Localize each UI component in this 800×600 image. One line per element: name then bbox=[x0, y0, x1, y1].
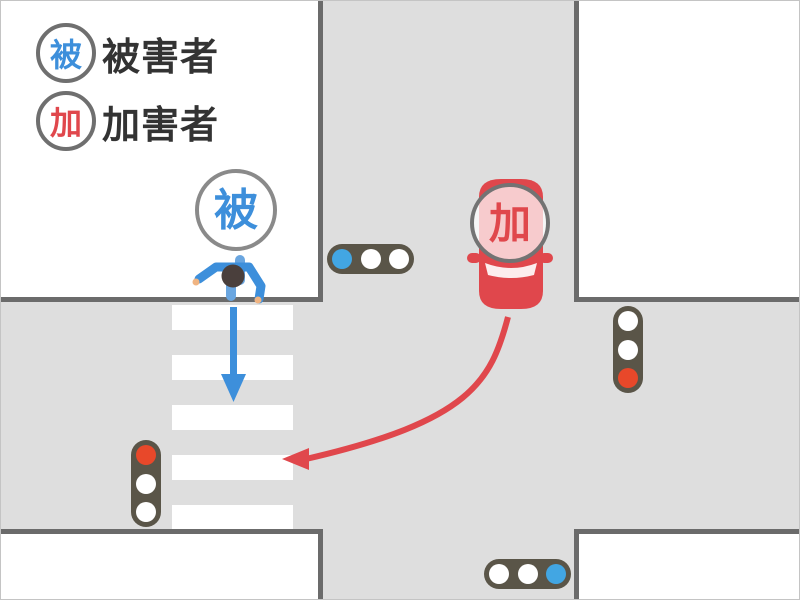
signal-lamp-off-icon bbox=[618, 339, 638, 360]
curb-se-horizontal bbox=[574, 529, 799, 534]
crosswalk-stripe bbox=[172, 405, 293, 430]
traffic-signal-west bbox=[131, 440, 161, 527]
curb-nw-horizontal bbox=[1, 297, 323, 302]
signal-lamp-off-icon bbox=[136, 473, 156, 494]
legend-victim: 被 被害者 bbox=[36, 23, 219, 83]
curb-ne-vertical bbox=[574, 1, 579, 302]
car-path-arrow-icon bbox=[282, 316, 511, 470]
signal-lamp-off-icon bbox=[489, 564, 509, 584]
signal-lamp-off-icon bbox=[389, 249, 409, 269]
car-badge-label: 加 bbox=[488, 199, 531, 248]
traffic-signal-north bbox=[327, 244, 414, 274]
signal-lamp-red-icon bbox=[136, 445, 156, 465]
signal-lamp-off-icon bbox=[618, 311, 638, 331]
victim-badge-icon: 被 bbox=[36, 23, 96, 83]
curb-ne-horizontal bbox=[574, 297, 799, 302]
signal-lamp-blue-icon bbox=[332, 249, 352, 269]
signal-lamp-blue-icon bbox=[546, 564, 566, 584]
block-northeast bbox=[579, 1, 799, 297]
pedestrian-badge-label: 被 bbox=[214, 185, 258, 236]
traffic-signal-east bbox=[613, 306, 643, 393]
block-southeast bbox=[579, 534, 799, 599]
curb-sw-vertical bbox=[318, 529, 323, 599]
signal-lamp-off-icon bbox=[517, 564, 538, 584]
legend-offender: 加 加害者 bbox=[36, 91, 219, 151]
offender-badge-icon: 加 bbox=[36, 91, 96, 151]
signal-lamp-off-icon bbox=[360, 249, 381, 269]
signal-lamp-off-icon bbox=[136, 502, 156, 522]
curb-nw-vertical bbox=[318, 1, 323, 302]
block-southwest bbox=[1, 534, 318, 599]
signal-lamp-red-icon bbox=[618, 368, 638, 388]
crosswalk-stripe bbox=[172, 455, 293, 480]
pedestrian-badge-icon bbox=[195, 169, 277, 251]
traffic-signal-south bbox=[484, 559, 571, 589]
legend-victim-label: 被害者 bbox=[102, 34, 220, 79]
pedestrian-arrow-icon bbox=[221, 307, 246, 402]
pedestrian-icon bbox=[192, 255, 266, 304]
crosswalk-stripe bbox=[172, 505, 293, 529]
legend-offender-label: 加害者 bbox=[102, 102, 220, 147]
curb-se-vertical bbox=[574, 529, 579, 599]
curb-sw-horizontal bbox=[1, 529, 323, 534]
offender-badge-icon bbox=[470, 183, 550, 263]
